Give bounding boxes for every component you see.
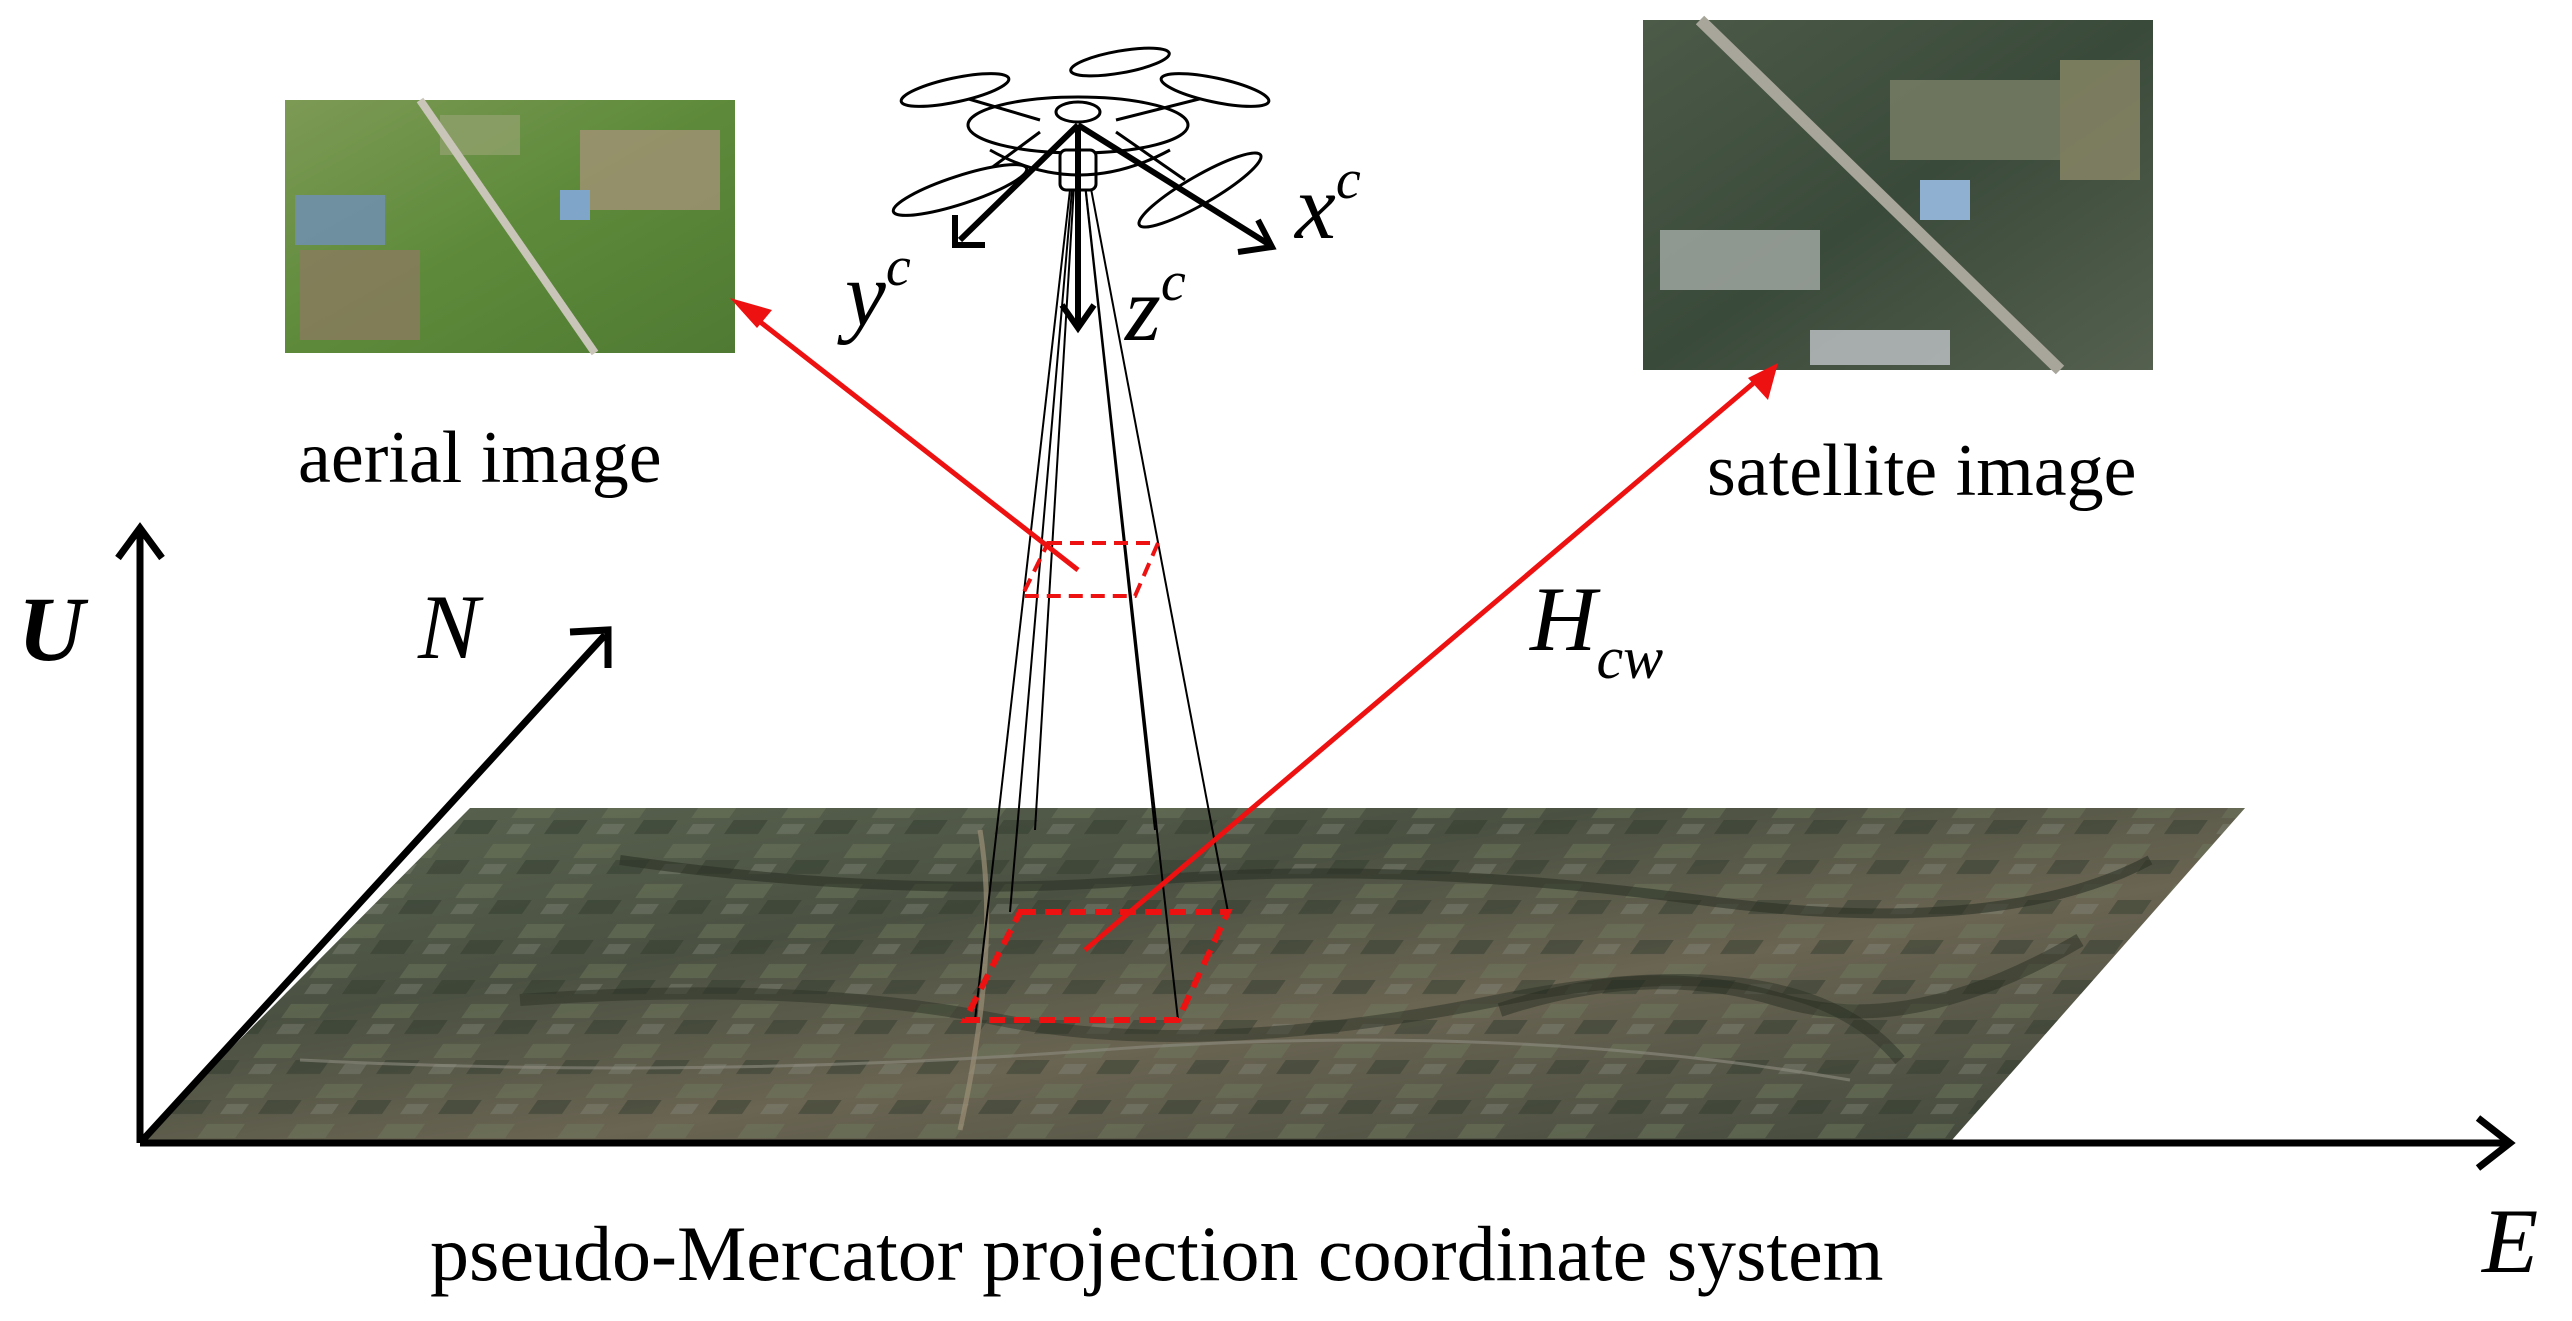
satellite-image-label: satellite image <box>1707 430 2136 512</box>
camera-x-axis-label: xc <box>1293 149 1361 258</box>
camera-axes <box>952 122 1277 334</box>
camera-z-axis-label: zc <box>1123 251 1186 360</box>
camera-y-axis-label: yc <box>837 236 911 345</box>
up-axis-label: U <box>18 578 89 680</box>
ground-map <box>140 808 2245 1140</box>
north-axis-label: N <box>417 576 484 678</box>
red-ray-to-satellite <box>1083 363 1778 952</box>
world-axes <box>115 522 2516 1171</box>
image-plane-footprint <box>1018 541 1162 598</box>
aerial-image-thumbnail <box>285 97 735 356</box>
camera-frustum <box>974 119 1229 1021</box>
system-caption: pseudo-Mercator projection coordinate sy… <box>430 1210 1883 1297</box>
aerial-image-label: aerial image <box>298 417 662 499</box>
transform-label: Hcw <box>1529 568 1663 691</box>
ground-footprint <box>960 909 1233 1023</box>
red-ray-to-aerial <box>730 298 1080 572</box>
satellite-image-thumbnail <box>1643 15 2153 375</box>
east-axis-label: E <box>2480 1190 2538 1292</box>
